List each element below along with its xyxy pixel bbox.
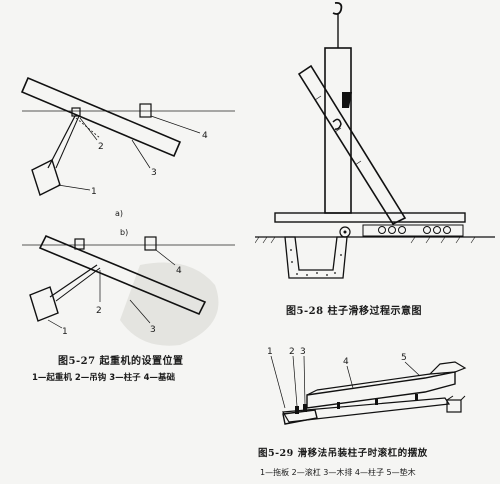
callout-b-3: 3 [150,325,156,335]
hook-box [74,238,85,250]
crane-hook-icon [332,1,343,15]
figure-5-27b-diagram: 1 2 3 4 b) [22,228,235,346]
column-box [306,371,456,409]
figure-5-29-caption: 图5-29 滑移法吊装柱子时滚杠的摆放 [258,448,428,459]
foundation-box [139,103,152,118]
foundation-pit [284,236,348,279]
support-block [446,399,462,413]
column-outline [38,234,207,316]
inclined-column [297,64,407,226]
callout-b-2: 2 [96,306,102,316]
callout-29-2: 2 [289,347,295,357]
sled-platform [274,212,466,223]
column-corbel [428,361,467,375]
callout-a-4: 4 [202,131,208,141]
subfigure-b-label: b) [120,228,128,237]
sled-plate [282,409,318,425]
figure-5-28-caption: 图5-28 柱子滑移过程示意图 [286,306,423,317]
subfigure-a-label: a) [115,209,123,218]
figure-5-29-diagram: 1 2 3 4 5 [267,347,467,425]
callout-a-1: 1 [91,187,97,197]
callout-a-3: 3 [151,168,157,178]
callout-a-2: 2 [98,142,104,152]
column-outline [20,76,182,158]
callout-29-1: 1 [267,347,273,357]
crane-body [31,159,61,196]
callout-b-4: 4 [176,266,182,276]
callout-29-4: 4 [343,357,349,367]
timber-mat [362,224,464,237]
crane-body [29,286,59,322]
foundation-box [144,236,157,251]
figure-5-29-legend: 1—拖板 2—滚杠 3—木排 4—柱子 5—垫木 [260,468,416,477]
figure-5-27-legend: 1—起重机 2—吊钩 3—柱子 4—基础 [32,373,176,383]
vertical-column [324,47,352,214]
callout-29-3: 3 [300,347,306,357]
rollers [295,394,418,414]
hook-box [71,107,81,117]
callout-29-5: 5 [401,353,407,363]
figure-5-27a-diagram: 1 2 3 4 a) [20,76,235,218]
lifting-clamp [342,92,352,108]
timber-mat [281,397,451,423]
watermark-blob [120,262,219,346]
figure-5-27-caption: 图5-27 起重机的设置位置 [58,356,184,367]
rollers [339,226,451,238]
figure-5-28-diagram [255,1,495,279]
callout-b-1: 1 [62,327,68,337]
